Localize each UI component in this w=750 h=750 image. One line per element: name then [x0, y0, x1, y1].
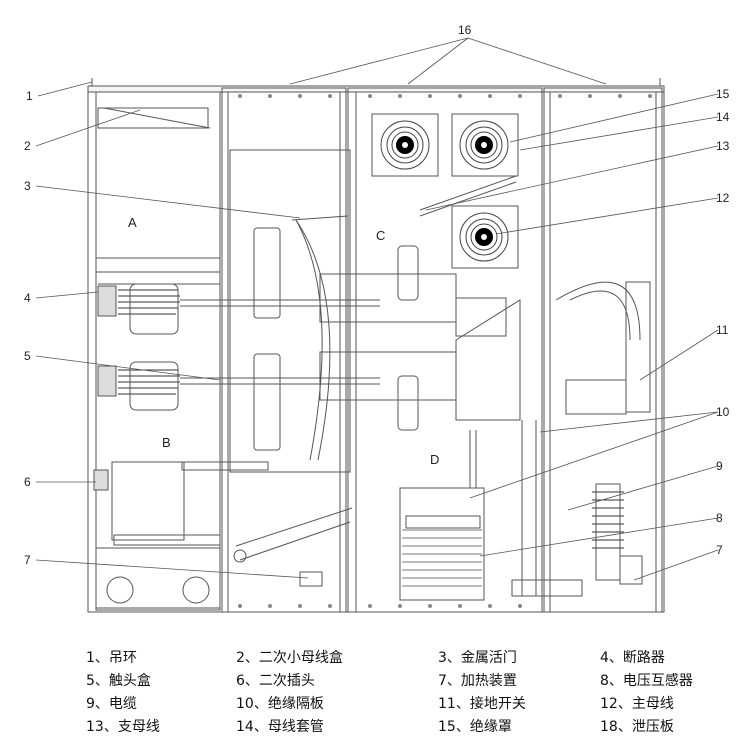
region-a: A: [128, 215, 137, 230]
legend-item-15: 15、绝缘罩: [438, 719, 512, 735]
callout-8: 8: [716, 511, 723, 525]
leader-lines: [35, 37, 719, 581]
legend-item-7: 7、加热装置: [438, 673, 517, 689]
callout-6: 6: [24, 475, 31, 489]
legend-item-9: 9、电缆: [86, 696, 137, 712]
callout-14: 14: [716, 110, 730, 124]
legend-item-14: 14、母线套管: [236, 719, 324, 735]
legend-item-18: 18、泄压板: [600, 719, 674, 735]
callout-5: 5: [24, 349, 31, 363]
legend-item-8: 8、电压互感器: [600, 673, 693, 689]
legend-item-3: 3、金属活门: [438, 650, 517, 666]
legend-item-10: 10、绝缘隔板: [236, 696, 324, 712]
legend-item-6: 6、二次插头: [236, 673, 315, 689]
callout-15: 15: [716, 87, 730, 101]
legend-item-11: 11、接地开关: [438, 696, 526, 712]
region-d: D: [430, 452, 439, 467]
legend-item-2: 2、二次小母线盒: [236, 650, 343, 666]
cabinet-drawing: [87, 78, 665, 613]
callout-7-right: 7: [716, 543, 723, 557]
legend-item-1: 1、吊环: [86, 650, 137, 666]
busbar-insulator-group: [380, 120, 509, 262]
callout-3: 3: [24, 179, 31, 193]
callout-1: 1: [26, 89, 33, 103]
legend-item-13: 13、支母线: [86, 719, 160, 735]
callout-16: 16: [458, 23, 472, 37]
legend-item-4: 4、断路器: [600, 650, 665, 666]
callout-11: 11: [716, 323, 729, 337]
callout-13: 13: [716, 139, 730, 153]
legend: 1、吊环 2、二次小母线盒 3、金属活门 4、断路器 5、触头盒 6、二次插头 …: [0, 640, 750, 750]
legend-item-12: 12、主母线: [600, 696, 674, 712]
callout-9: 9: [716, 459, 723, 473]
callout-7-left: 7: [24, 553, 31, 567]
region-b: B: [162, 435, 171, 450]
legend-item-5: 5、触头盒: [86, 673, 151, 689]
callout-2: 2: [24, 139, 31, 153]
callout-4: 4: [24, 291, 31, 305]
callout-12: 12: [716, 191, 730, 205]
callout-10: 10: [716, 405, 730, 419]
region-c: C: [376, 228, 385, 243]
callout-labels: 1 2 3 4 5 6 7 16 15 14 13 12 11 10 9 8 7: [24, 23, 730, 567]
region-labels: A B C D: [128, 215, 439, 467]
switchgear-cross-section-diagram: 1 2 3 4 5 6 7 16 15 14 13 12 11 10 9 8 7…: [24, 23, 730, 613]
